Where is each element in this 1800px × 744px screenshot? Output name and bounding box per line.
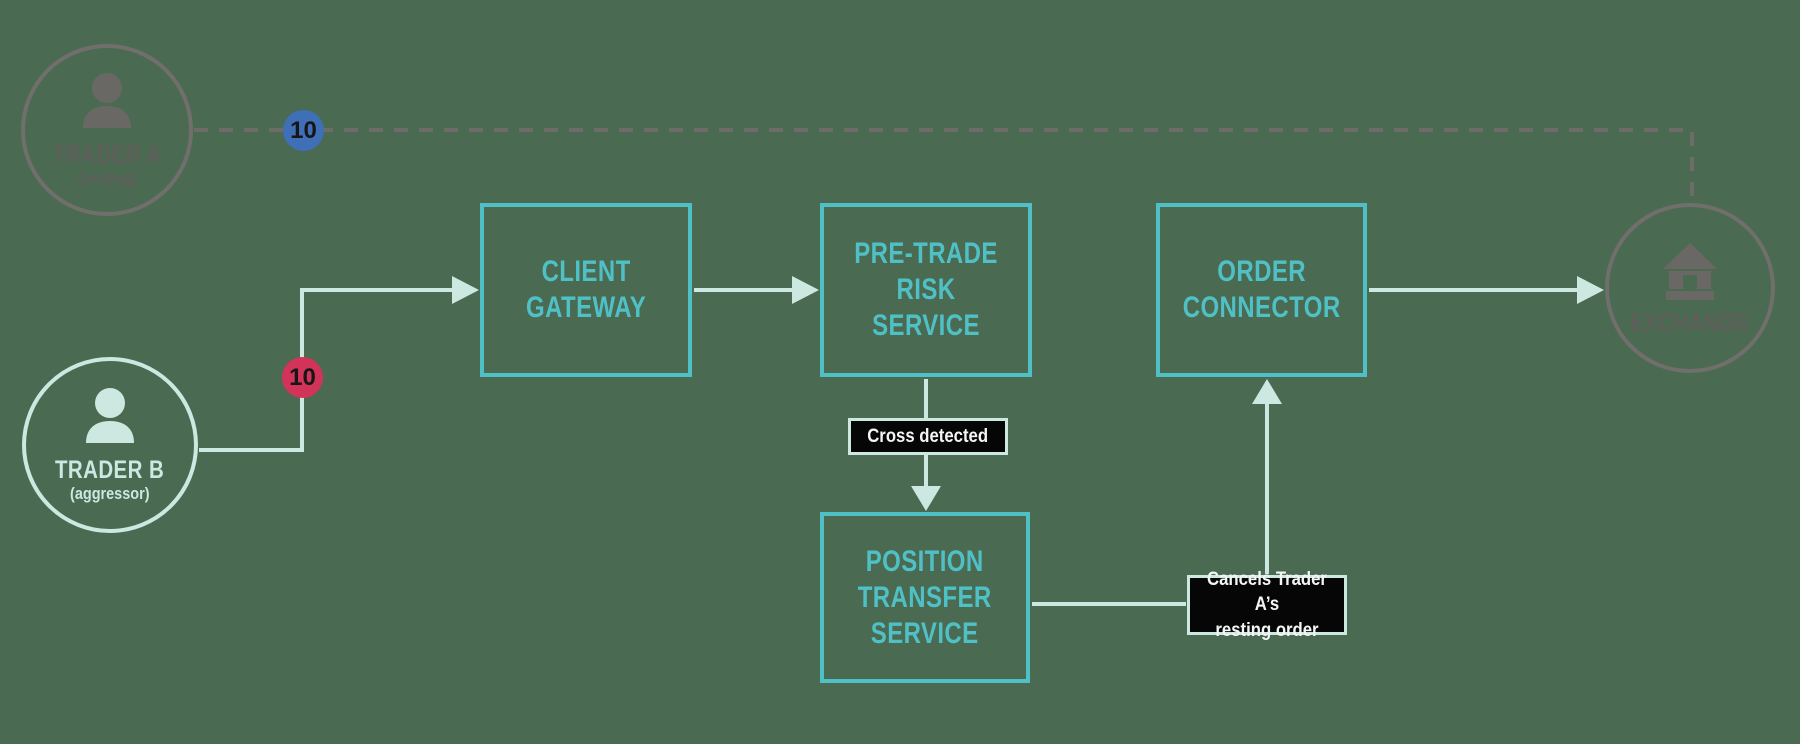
arrowhead-into-order-connector [1252, 379, 1282, 404]
exchange-title: EXCHANGE [1630, 308, 1750, 337]
trader-a-qty-value: 10 [290, 116, 317, 144]
node-position-transfer-service: POSITION TRANSFER SERVICE [820, 512, 1030, 683]
person-icon [75, 71, 139, 138]
badge-trader-a-qty: 10 [283, 110, 324, 151]
trader-a-subtitle: (resting) [78, 169, 136, 189]
trader-b-subtitle: (aggressor) [70, 484, 150, 504]
connector-trader-b-to-client-gateway [199, 288, 452, 452]
node-pre-trade-risk-service: PRE-TRADE RISK SERVICE [820, 203, 1032, 377]
connector-trader-a-to-exchange-dashed [194, 128, 1694, 201]
node-trader-a: TRADER A (resting) [21, 44, 193, 216]
node-order-connector: ORDER CONNECTOR [1156, 203, 1367, 377]
arrowhead-into-pretrade [792, 276, 819, 304]
node-client-gateway: CLIENT GATEWAY [480, 203, 692, 377]
node-trader-b: TRADER B (aggressor) [22, 357, 198, 533]
order-connector-title: ORDER CONNECTOR [1182, 255, 1341, 324]
person-icon [78, 386, 142, 453]
position-transfer-title: POSITION TRANSFER SERVICE [858, 544, 992, 650]
arrowhead-into-exchange [1577, 276, 1604, 304]
badge-trader-b-qty: 10 [282, 357, 323, 398]
cross-detected-text: Cross detected [867, 425, 989, 447]
pre-trade-risk-title: PRE-TRADE RISK SERVICE [854, 237, 998, 342]
cancel-note-text: Cancels Trader A’s resting order [1207, 568, 1327, 641]
arrowhead-into-position-transfer [911, 486, 941, 511]
note-cross-detected: Cross detected [848, 418, 1008, 455]
bank-icon [1657, 239, 1723, 306]
trader-a-title: TRADER A [52, 140, 162, 169]
trader-b-title: TRADER B [55, 455, 165, 484]
arrowhead-into-client-gateway [452, 276, 479, 304]
client-gateway-title: CLIENT GATEWAY [525, 255, 647, 324]
note-cancels-resting-order: Cancels Trader A’s resting order [1187, 569, 1347, 641]
trader-b-qty-value: 10 [289, 363, 316, 391]
node-exchange: EXCHANGE [1605, 203, 1775, 373]
